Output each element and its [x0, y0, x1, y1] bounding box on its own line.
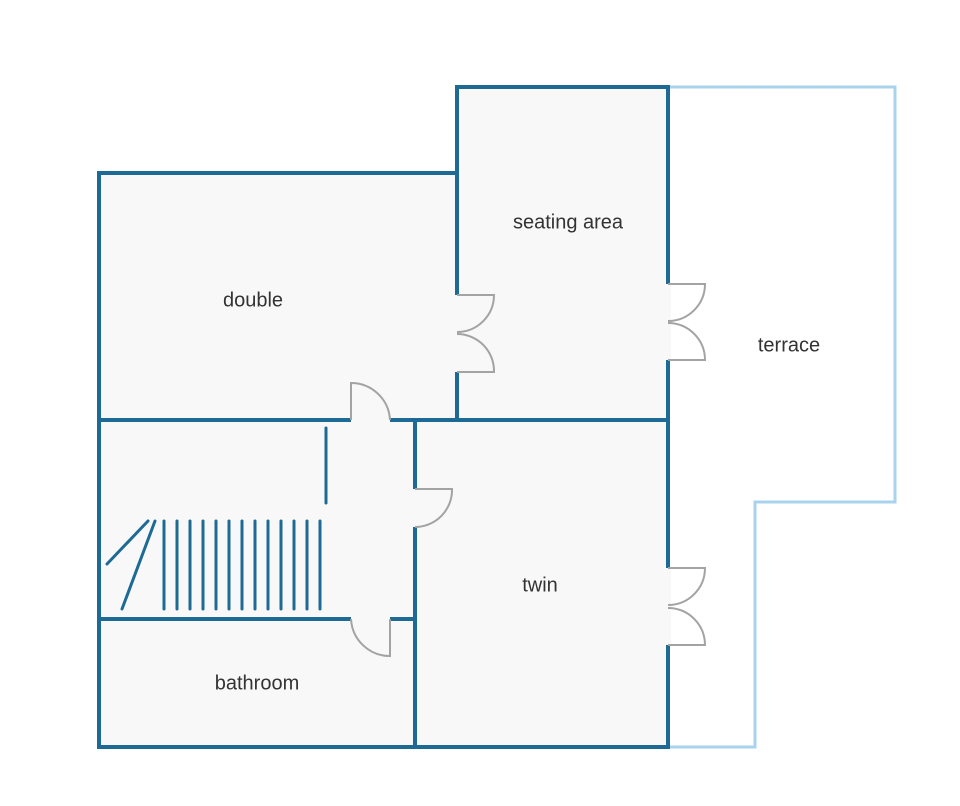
staircase	[105, 426, 328, 611]
label-terrace: terrace	[758, 334, 820, 356]
terrace-area[interactable]	[666, 85, 897, 749]
door-hall-to-twin[interactable]	[414, 488, 454, 528]
label-bathroom: bathroom	[215, 672, 300, 694]
door-hall-to-bathroom[interactable]	[350, 618, 391, 658]
doors	[350, 283, 707, 658]
label-double: double	[223, 289, 283, 311]
room-seating-area[interactable]	[457, 87, 668, 420]
door-double-to-seating[interactable]	[456, 294, 496, 373]
door-hall-to-double[interactable]	[350, 381, 391, 421]
room-bathroom[interactable]	[99, 619, 415, 747]
label-twin: twin	[522, 574, 558, 596]
room-twin[interactable]	[415, 420, 668, 747]
room-hallway[interactable]	[99, 420, 415, 619]
label-seating-area: seating area	[513, 211, 624, 233]
door-seating-to-terrace[interactable]	[667, 283, 707, 361]
room-double[interactable]	[99, 173, 457, 420]
door-twin-to-terrace[interactable]	[667, 567, 707, 646]
outer-wall	[97, 85, 670, 749]
